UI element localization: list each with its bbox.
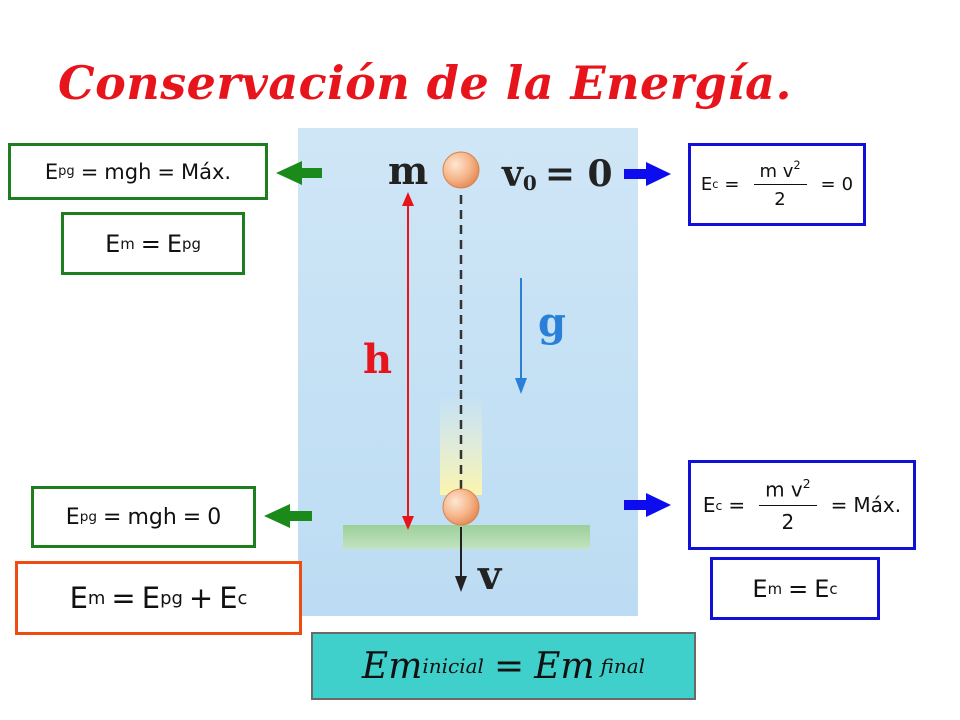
height-label: h bbox=[363, 336, 392, 383]
height-arrow-bottom bbox=[402, 516, 414, 530]
ground bbox=[343, 525, 590, 549]
ball-top bbox=[442, 151, 480, 189]
blue-right-arrow-icon bbox=[624, 493, 671, 517]
height-arrow-top bbox=[402, 192, 414, 206]
final-velocity-label: v bbox=[477, 552, 503, 599]
initial-velocity-label: v0= 0 bbox=[501, 153, 613, 195]
velocity-arrow-head bbox=[455, 576, 467, 592]
blue-right-arrow-icon bbox=[624, 162, 671, 186]
page-title: Conservación de la Energía. bbox=[58, 56, 793, 110]
green-left-arrow-icon bbox=[276, 161, 322, 185]
mass-label: m bbox=[388, 148, 428, 193]
gravity-label: g bbox=[538, 299, 566, 346]
gravity-arrow-head bbox=[515, 378, 527, 394]
green-left-arrow-icon bbox=[264, 504, 312, 528]
ball-bottom bbox=[442, 488, 480, 526]
